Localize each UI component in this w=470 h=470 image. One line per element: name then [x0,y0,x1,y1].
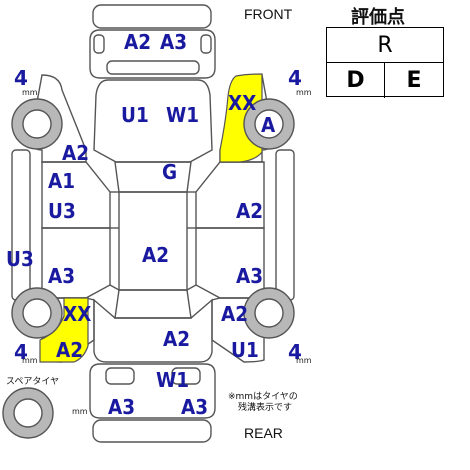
front-left-lamp-outline [93,34,105,54]
damage-left-front-door-upper: A1 [48,169,76,193]
damage-left-rear-xx: XX [63,302,92,326]
tire-depth-front-right: 4 [288,66,302,90]
damage-cabin-center: A2 [142,243,170,267]
rear-bumper-outline [89,363,216,419]
rear-bottom-outline [92,419,212,443]
right-rear-quarter-outline [211,297,265,363]
left-front-door-outline [41,161,111,229]
tire-depth-rear-left: 4 [14,340,28,364]
damage-right-rear-lower: U1 [231,338,259,362]
right-rear-door-outline [195,227,265,299]
damage-left-rocker: U3 [6,247,34,271]
tire-depth-front-left: 4 [14,66,28,90]
grade-exterior: E [406,68,422,93]
left-rear-door-outline [41,227,111,299]
tire-unit-rear-right: mm [296,356,312,365]
damage-right-rear-quarter: A2 [221,302,249,326]
spare-tire-label: スペアタイヤ [6,377,60,387]
left-rocker-outline [11,149,31,301]
tire-front-right [243,98,295,150]
damage-left-rear-quarter: A2 [56,338,84,362]
damage-front-right-fender-xx: XX [228,91,257,115]
tread-note-line-2: 残溝表示です [238,403,293,413]
rear-right-lamp-outline [171,367,201,385]
tire-unit-front-right: mm [296,88,312,97]
front-right-lamp-outline [200,34,212,54]
damage-rear-bumper-right: A3 [181,395,209,419]
damage-right-rear-door: A3 [236,264,264,288]
damage-windshield: W1 [166,103,200,127]
rear-left-lamp-outline [105,367,135,385]
damage-right-front-door: A2 [236,199,264,223]
tread-note-line-1: ※mmはタイヤの [228,392,298,402]
front-label: FRONT [244,6,293,22]
damage-rear-glass: W1 [156,368,190,392]
spare-tire-unit: mm [72,407,88,416]
damage-left-front-fender: A2 [62,141,90,165]
rear-glass-outline [114,289,192,319]
rear-label: REAR [244,425,283,441]
grade-overall: R [327,28,443,63]
tire-rear-left [11,287,63,339]
grade-table: R D E [326,27,444,98]
damage-left-front-door-lower: U3 [48,199,76,223]
damage-left-rear-door: A3 [48,264,76,288]
roof-outline [118,191,188,291]
front-bumper-top-outline [92,4,212,29]
damage-front-bumper-left: A2 [124,30,152,54]
damage-rear-bumper-left: A3 [108,395,136,419]
tire-rear-right [243,287,295,339]
front-bumper-outline [89,29,216,79]
front-grille-outline [106,60,200,75]
damage-front-right-fender: A [261,113,276,137]
tire-unit-front-left: mm [22,88,38,97]
windshield-outline [114,161,192,193]
damage-trunk: A2 [163,327,191,351]
grade-title: 評価点 [351,7,405,28]
damage-hood: U1 [121,103,149,127]
damage-roof: G [162,160,178,184]
damage-front-bumper-right: A3 [160,30,188,54]
grade-interior: D [327,63,385,98]
trunk-outline [93,298,213,363]
tire-spare [2,387,54,439]
right-rocker-outline [275,149,295,301]
tire-depth-rear-right: 4 [288,340,302,364]
tire-unit-rear-left: mm [22,356,38,365]
tire-front-left [11,98,63,150]
